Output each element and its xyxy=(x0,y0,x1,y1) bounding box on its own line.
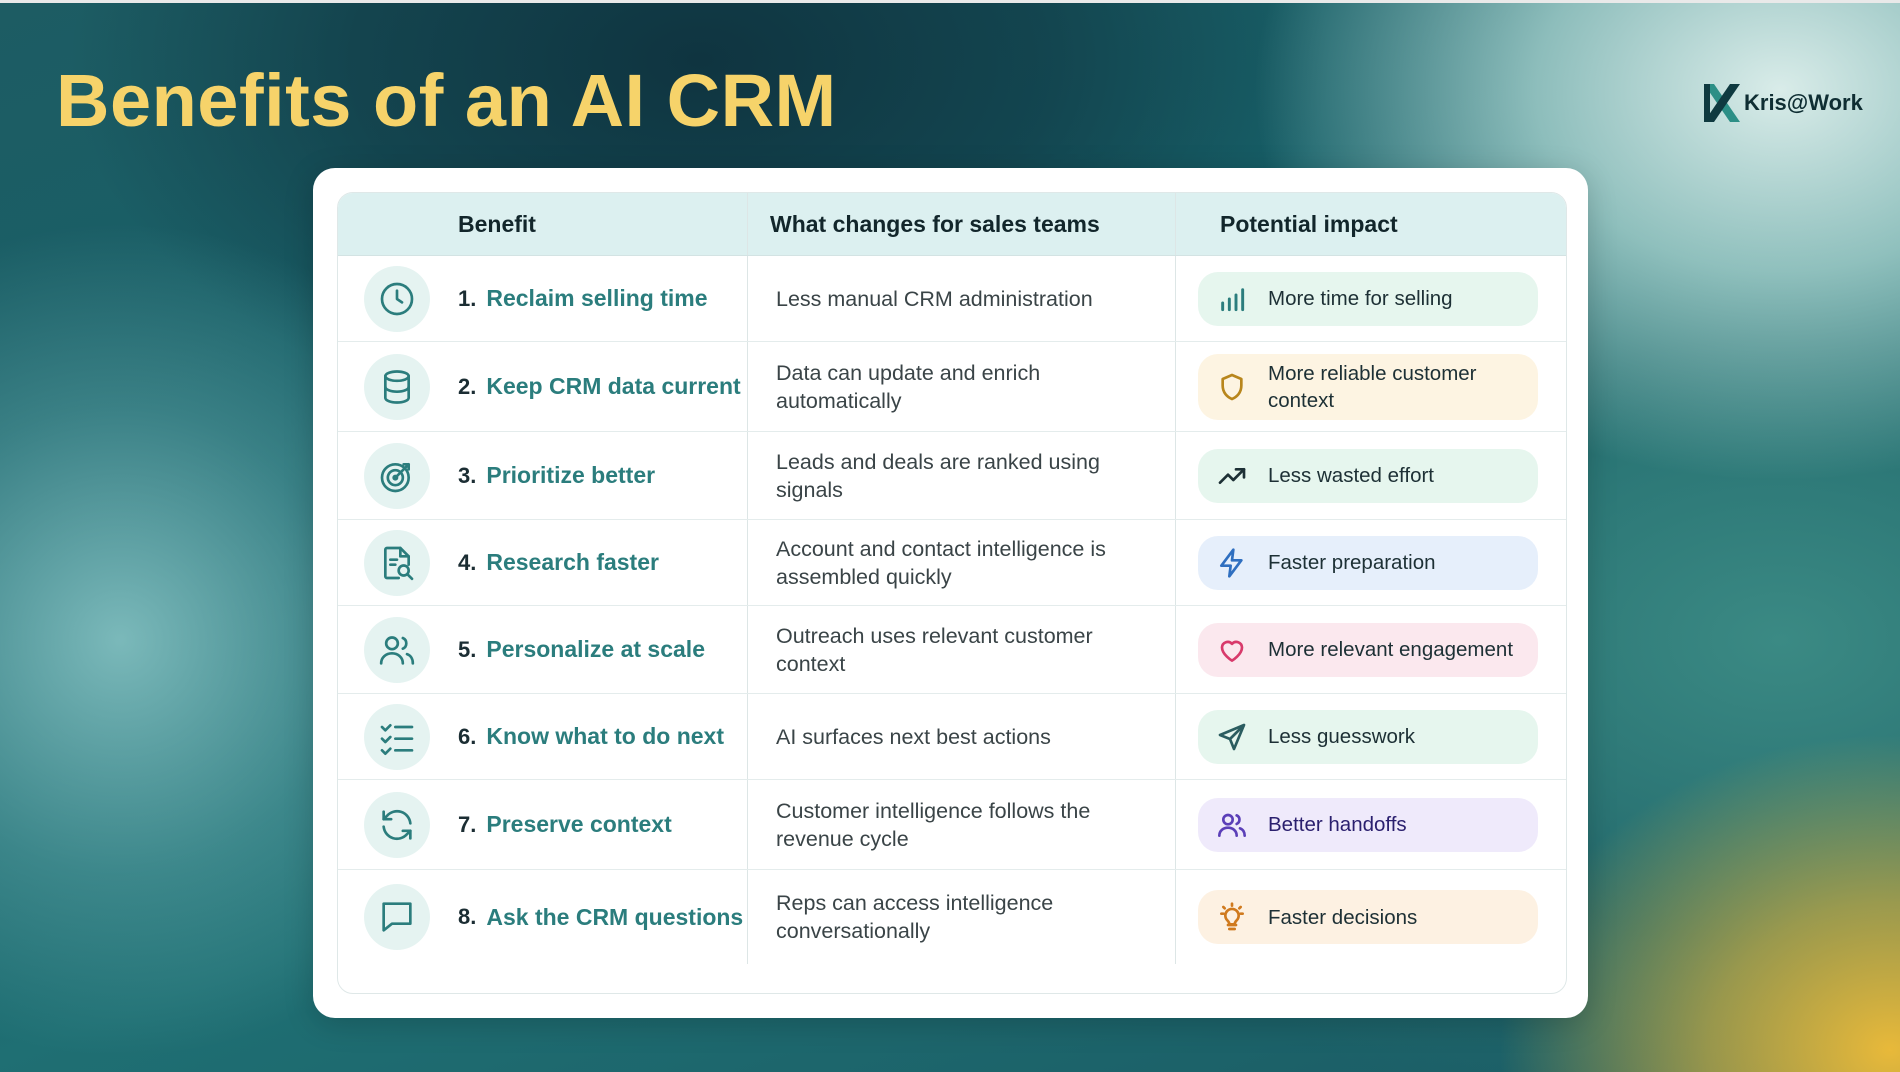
target-icon xyxy=(364,442,430,509)
send-icon xyxy=(1218,723,1246,750)
change-cell: Account and contact intelligence is asse… xyxy=(748,520,1176,605)
top-strip xyxy=(0,0,1900,3)
impact-label: More relevant engagement xyxy=(1268,638,1514,661)
users-icon xyxy=(364,616,430,683)
benefit-label: Keep CRM data current xyxy=(486,373,741,399)
benefit-cell: 7. Preserve context xyxy=(338,780,748,869)
table-row: 6. Know what to do next AI surfaces next… xyxy=(338,694,1566,780)
lightning-icon xyxy=(1220,547,1243,578)
bar-chart-icon xyxy=(1221,287,1245,311)
benefit-number: 3. xyxy=(458,462,477,488)
change-cell: Leads and deals are ranked using signals xyxy=(748,432,1176,519)
benefit-number: 4. xyxy=(458,549,477,575)
logo-text: Kris@Work xyxy=(1744,90,1863,115)
header-impact: Potential impact xyxy=(1220,210,1398,237)
database-icon xyxy=(364,353,430,420)
logo-x-icon xyxy=(1704,84,1740,122)
impact-pill: More reliable customer context xyxy=(1198,353,1538,420)
benefit-label: Research faster xyxy=(486,549,659,575)
impact-label: Less wasted effort xyxy=(1268,464,1434,487)
benefit-cell: 3. Prioritize better xyxy=(338,432,748,519)
slide-title: Benefits of an AI CRM xyxy=(56,59,837,142)
benefit-label: Ask the CRM questions xyxy=(486,903,744,930)
impact-cell: Less guesswork xyxy=(1176,694,1566,779)
impact-label: Better handoffs xyxy=(1268,813,1407,836)
impact-pill: Faster preparation xyxy=(1198,535,1538,590)
table-header: Benefit What changes for sales teams Pot… xyxy=(338,193,1566,256)
benefit-number: 8. xyxy=(458,904,477,929)
heart-icon xyxy=(1220,640,1244,662)
header-changes: What changes for sales teams xyxy=(748,193,1176,255)
impact-pill: Less wasted effort xyxy=(1198,448,1538,503)
chat-icon xyxy=(364,884,430,950)
impact-pill: More time for selling xyxy=(1198,271,1538,326)
table-row: 1. Reclaim selling time Less manual CRM … xyxy=(338,256,1566,342)
benefits-table: Benefit What changes for sales teams Pot… xyxy=(337,192,1567,994)
impact-label: More reliable customer context xyxy=(1268,361,1477,412)
impact-pill: Faster decisions xyxy=(1198,890,1538,944)
impact-cell: Faster preparation xyxy=(1176,520,1566,605)
change-cell: Customer intelligence follows the revenu… xyxy=(748,780,1176,869)
impact-cell: Better handoffs xyxy=(1176,780,1566,869)
impact-pill: More relevant engagement xyxy=(1198,622,1538,677)
impact-cell: More time for selling xyxy=(1176,256,1566,341)
shield-icon xyxy=(1221,373,1243,400)
impact-cell: More relevant engagement xyxy=(1176,606,1566,693)
benefit-number: 7. xyxy=(458,811,477,837)
table-row: 8. Ask the CRM questions Reps can access… xyxy=(338,870,1566,964)
content-card: Benefit What changes for sales teams Pot… xyxy=(313,168,1588,1018)
benefit-number: 5. xyxy=(458,636,477,662)
benefit-cell: 1. Reclaim selling time xyxy=(338,256,748,341)
change-cell: Reps can access intelligence conversatio… xyxy=(748,870,1176,964)
impact-label: Less guesswork xyxy=(1268,725,1415,748)
benefit-label: Preserve context xyxy=(486,811,672,837)
refresh-icon xyxy=(364,791,430,858)
people-icon xyxy=(1218,813,1246,837)
change-cell: AI surfaces next best actions xyxy=(748,694,1176,779)
brand-logo: Kris@Work xyxy=(1704,84,1863,122)
benefit-cell: 4. Research faster xyxy=(338,520,748,605)
benefit-cell: 6. Know what to do next xyxy=(338,694,748,779)
impact-cell: More reliable customer context xyxy=(1176,342,1566,431)
table-row: 4. Research faster Account and contact i… xyxy=(338,520,1566,606)
benefit-label: Reclaim selling time xyxy=(486,285,708,311)
trending-up-icon xyxy=(1218,467,1246,484)
table-row: 7. Preserve context Customer intelligenc… xyxy=(338,780,1566,870)
change-cell: Outreach uses relevant customer context xyxy=(748,606,1176,693)
benefit-number: 1. xyxy=(458,285,477,311)
change-cell: Data can update and enrich automatically xyxy=(748,342,1176,431)
benefit-cell: 5. Personalize at scale xyxy=(338,606,748,693)
benefit-label: Know what to do next xyxy=(486,723,725,749)
impact-label: Faster decisions xyxy=(1268,905,1418,929)
lightbulb-icon xyxy=(1220,902,1244,931)
clock-icon xyxy=(364,265,430,332)
change-cell: Less manual CRM administration xyxy=(748,256,1176,341)
impact-label: Faster preparation xyxy=(1268,551,1436,574)
table-row: 2. Keep CRM data current Data can update… xyxy=(338,342,1566,432)
table-row: 3. Prioritize better Leads and deals are… xyxy=(338,432,1566,520)
benefit-number: 6. xyxy=(458,723,477,749)
table-row: 5. Personalize at scale Outreach uses re… xyxy=(338,606,1566,694)
impact-pill: Better handoffs xyxy=(1198,797,1538,852)
impact-cell: Faster decisions xyxy=(1176,870,1566,964)
benefit-cell: 8. Ask the CRM questions xyxy=(338,870,748,964)
benefit-number: 2. xyxy=(458,373,477,399)
checklist-icon xyxy=(364,703,430,770)
benefit-label: Prioritize better xyxy=(486,462,656,488)
impact-pill: Less guesswork xyxy=(1198,709,1538,764)
document-search-icon xyxy=(364,529,430,596)
impact-cell: Less wasted effort xyxy=(1176,432,1566,519)
benefit-label: Personalize at scale xyxy=(486,636,705,662)
header-benefit: Benefit xyxy=(338,193,748,255)
benefit-cell: 2. Keep CRM data current xyxy=(338,342,748,431)
impact-label: More time for selling xyxy=(1268,287,1453,310)
